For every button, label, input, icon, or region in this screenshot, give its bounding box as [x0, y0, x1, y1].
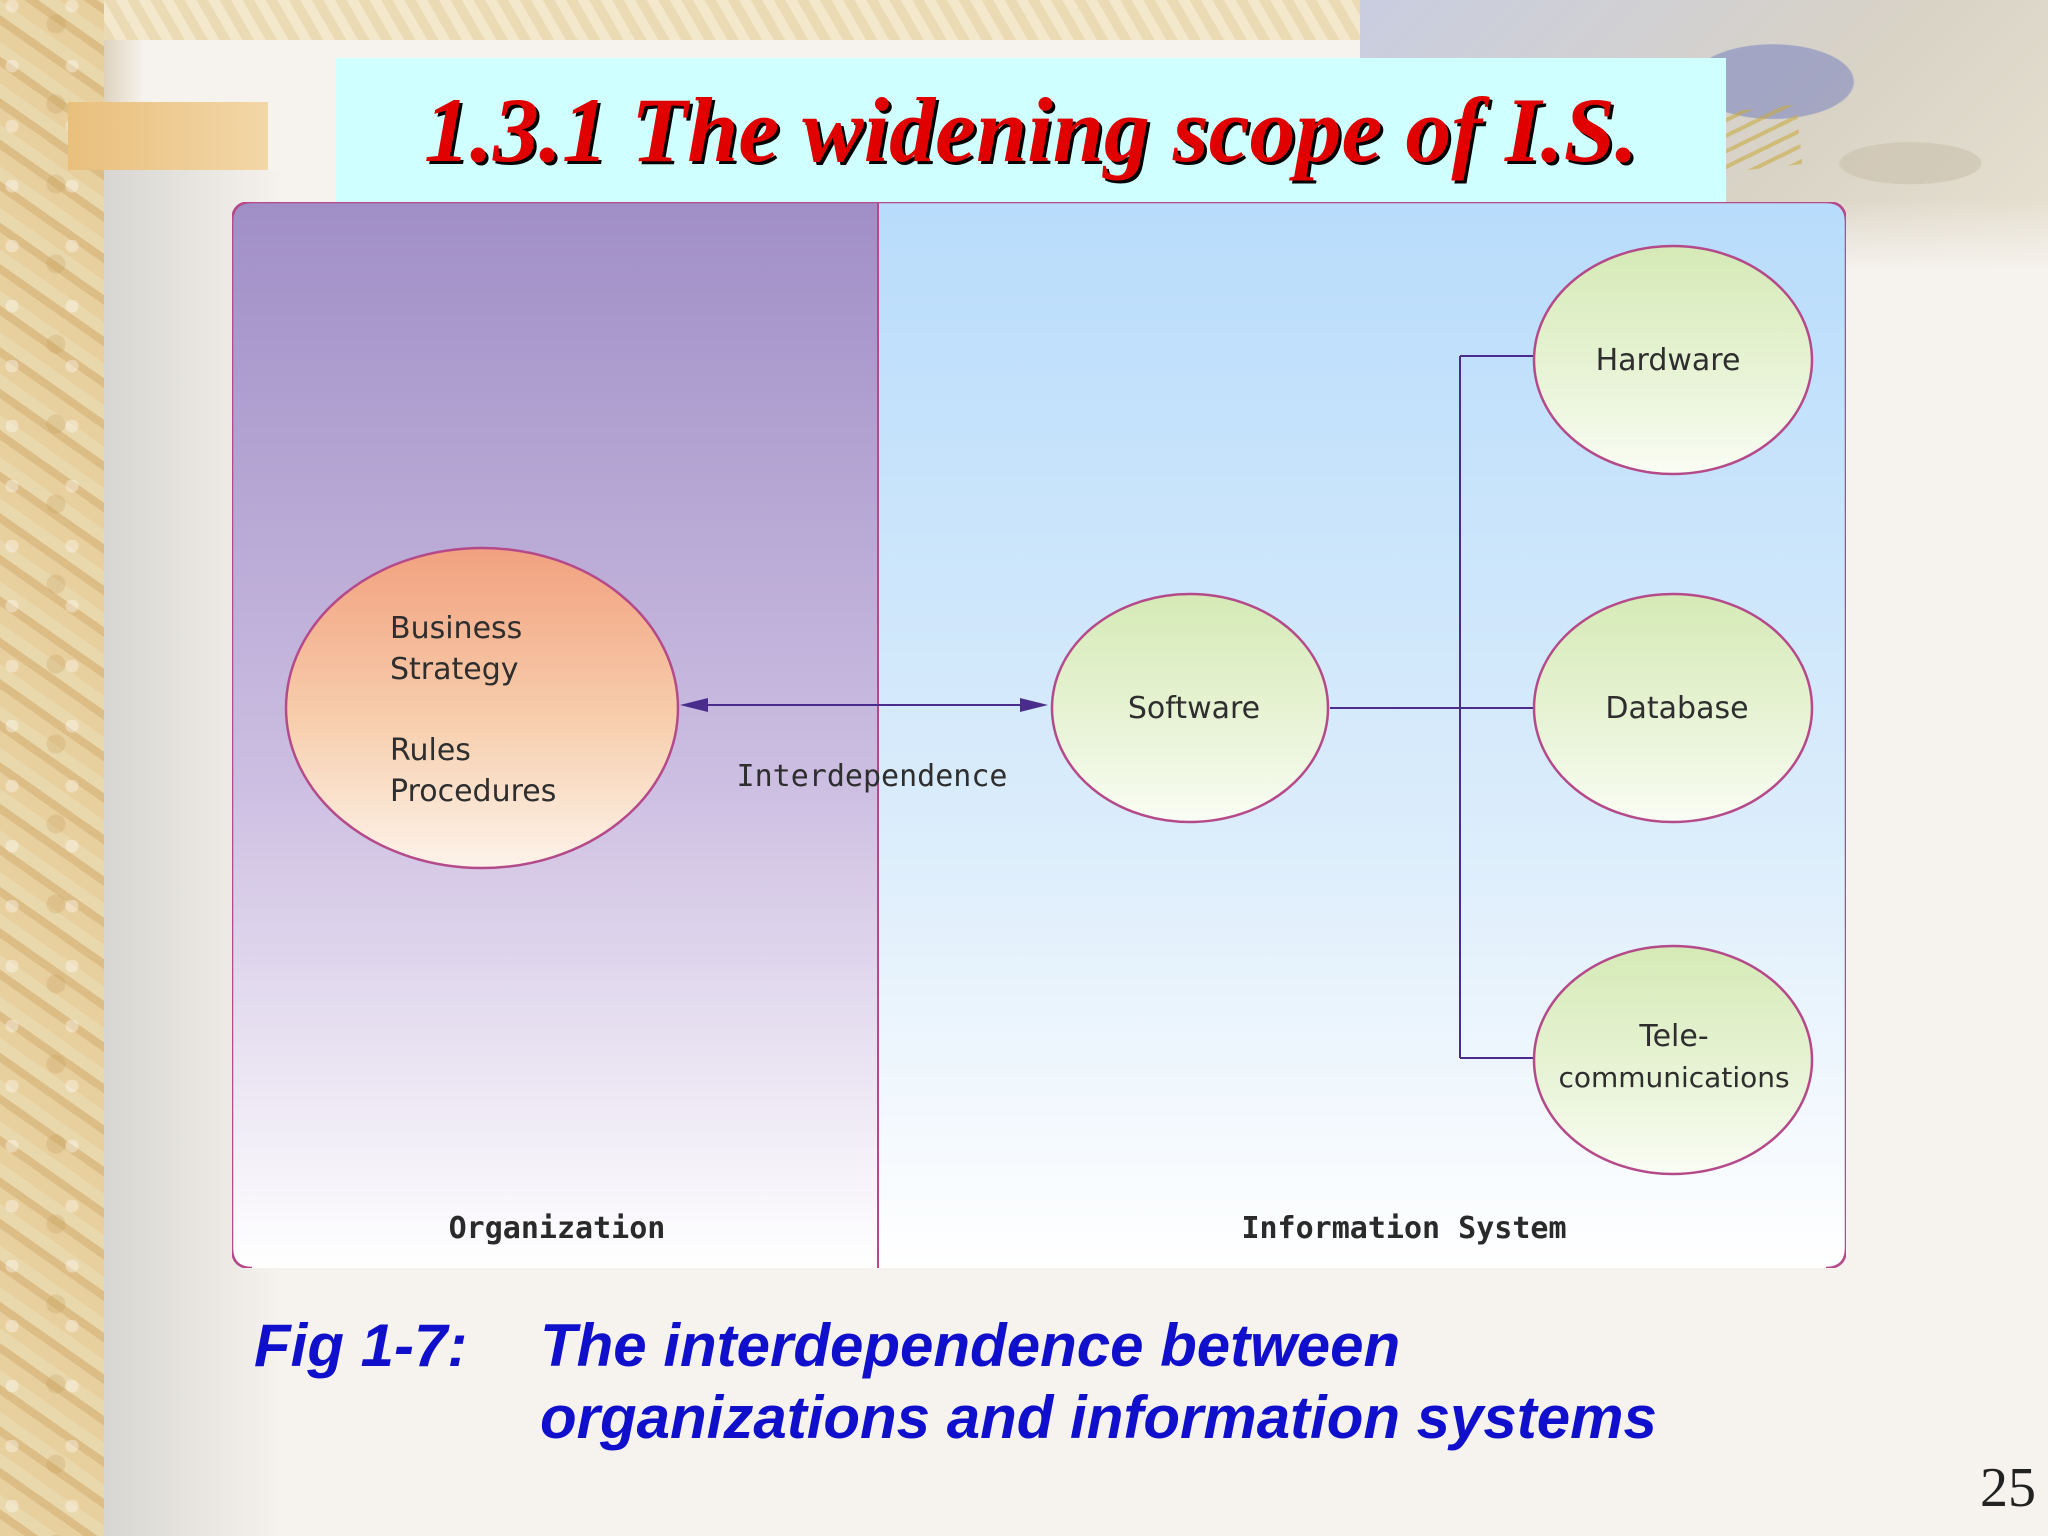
software-node: Software — [1050, 592, 1330, 824]
background-texture-strip — [0, 0, 104, 1536]
interdependence-diagram: Business Strategy Rules Procedures Inter… — [232, 202, 1846, 1268]
diagram-border — [232, 202, 1846, 1268]
organization-region-label: Organization — [449, 1211, 666, 1246]
org-node-rules: Rules — [390, 733, 471, 768]
hardware-label: Hardware — [1596, 343, 1741, 378]
title-background — [336, 58, 1726, 202]
org-node-business: Business — [390, 611, 522, 646]
interdependence-label: Interdependence — [737, 759, 1008, 794]
database-label: Database — [1605, 691, 1748, 726]
software-label: Software — [1128, 691, 1260, 726]
database-node: Database — [1532, 592, 1814, 824]
org-node-strategy: Strategy — [390, 652, 519, 687]
org-node-procedures: Procedures — [390, 774, 556, 809]
caption-line-1: The interdependence between — [540, 1312, 1401, 1379]
caption-line-2: organizations and information systems — [540, 1384, 1657, 1451]
organization-node: Business Strategy Rules Procedures — [284, 546, 680, 870]
information-system-region-label: Information System — [1241, 1211, 1566, 1246]
background-accent-bar — [68, 102, 268, 170]
telecom-label-line1: Tele- — [1638, 1019, 1708, 1054]
caption-figure-label: Fig 1-7: — [254, 1312, 468, 1379]
slide-title: 1.3.1 The widening scope of I.S. — [424, 79, 1638, 181]
arrow-head-left — [680, 698, 708, 712]
telecom-label-line2: communications — [1558, 1061, 1789, 1094]
hardware-node: Hardware — [1532, 244, 1814, 476]
telecommunications-node: Tele- communications — [1532, 944, 1814, 1176]
diagram-canvas: Business Strategy Rules Procedures Inter… — [232, 202, 1846, 1268]
arrow-head-right — [1020, 698, 1048, 712]
page-number: 25 — [1980, 1457, 2036, 1519]
